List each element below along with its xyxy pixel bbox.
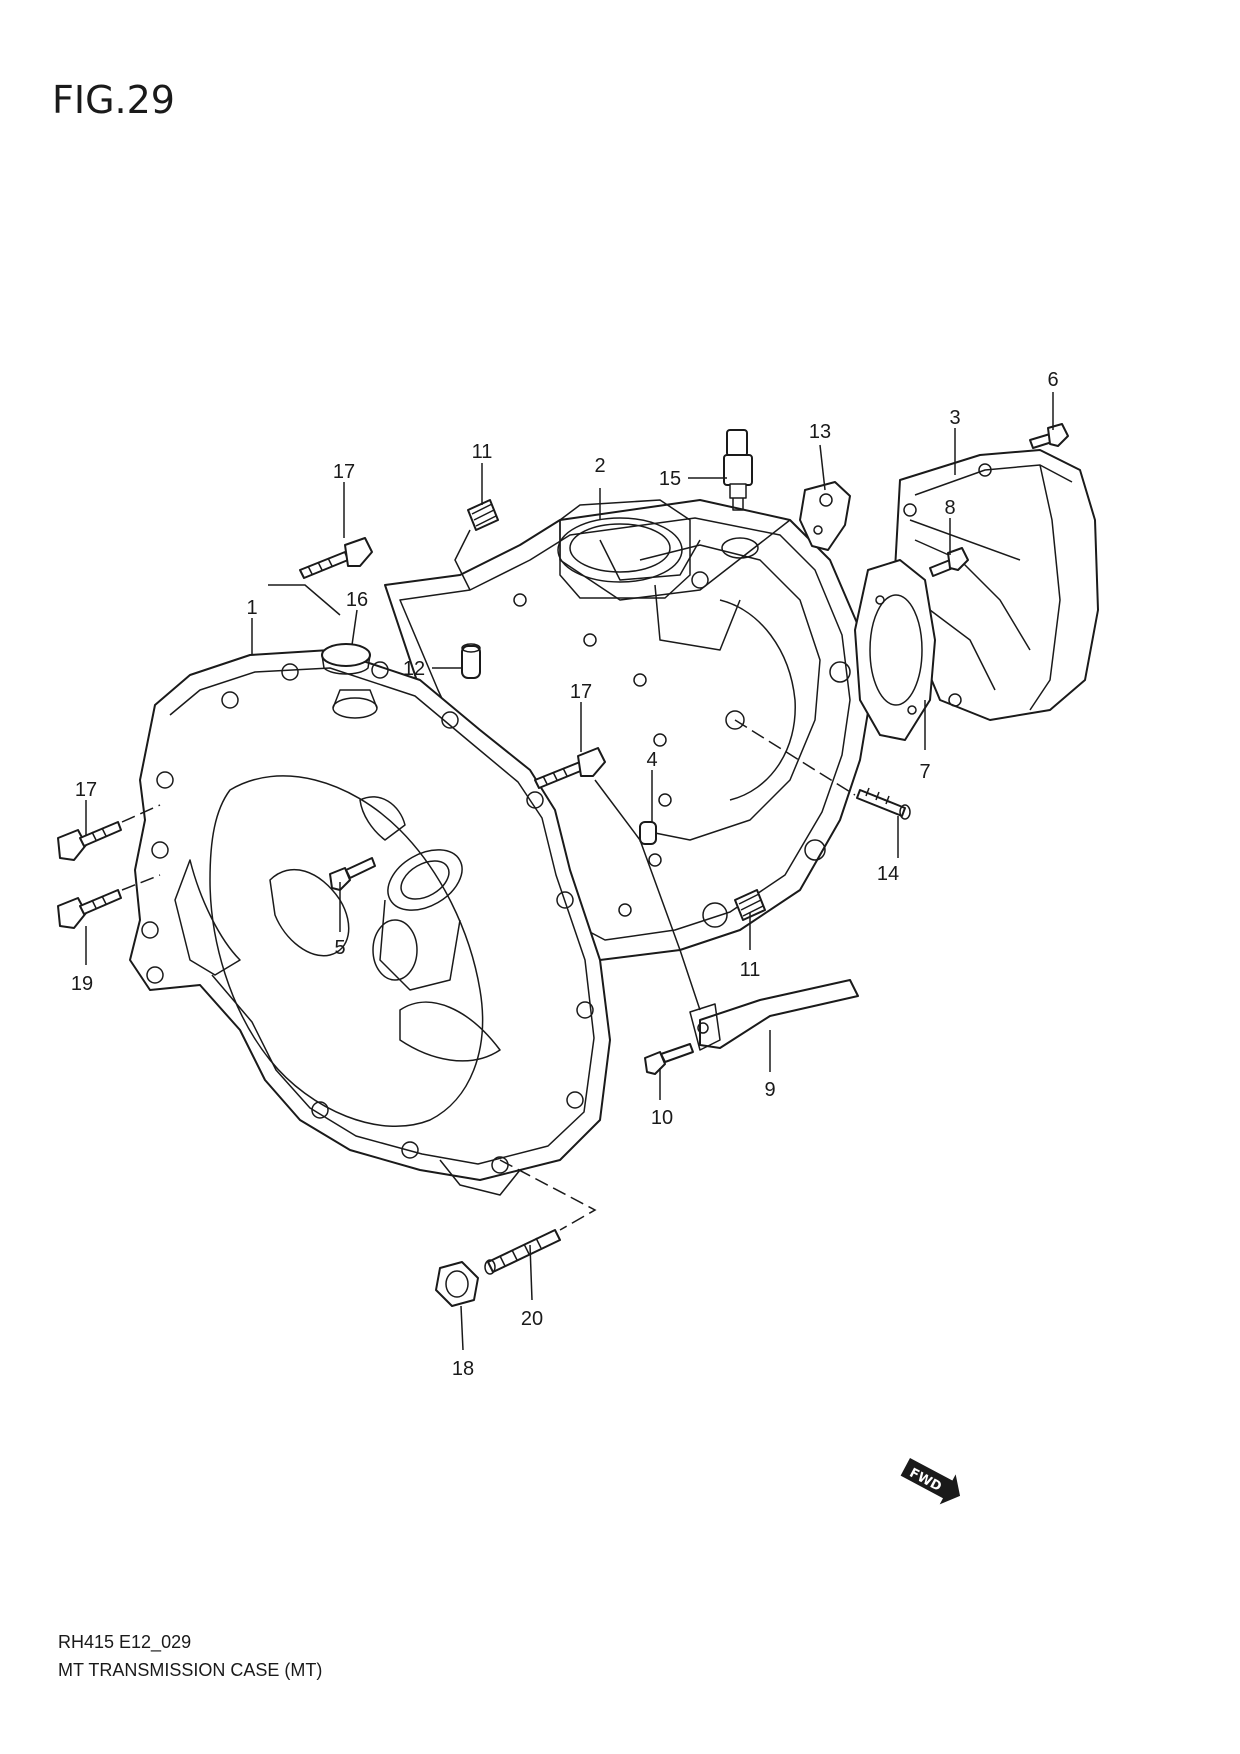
callout-5: 5	[334, 937, 345, 959]
callout-2: 2	[594, 455, 605, 477]
bolt-5	[329, 857, 376, 891]
callout-11-bottom: 11	[740, 959, 761, 981]
callout-16: 16	[346, 589, 368, 611]
callout-19: 19	[71, 973, 93, 995]
plug-11-top	[467, 499, 499, 531]
callout-17-mid: 17	[570, 681, 592, 703]
pin-12	[461, 643, 481, 679]
diagram-code: RH415 E12_029	[58, 1632, 192, 1652]
callout-17-top: 17	[333, 461, 355, 483]
callout-labels: 1 2 3 4 5 6 7 8 9 10 11 11 12 13 14 15 1…	[71, 369, 1059, 1380]
sensor-plate	[799, 481, 851, 551]
callout-8: 8	[944, 497, 955, 519]
stud-20	[484, 1229, 561, 1275]
gasket	[854, 559, 936, 741]
callout-14: 14	[877, 863, 899, 885]
bolt-8	[929, 547, 969, 577]
callout-6: 6	[1047, 369, 1058, 391]
figure-title: FIG.29	[52, 78, 175, 122]
extension-housing	[894, 449, 1099, 721]
stud-14	[856, 787, 911, 820]
callout-20: 20	[521, 1308, 543, 1330]
callout-11-top: 11	[472, 441, 493, 463]
nut-18	[435, 1261, 479, 1307]
clutch-housing	[129, 649, 611, 1196]
leader-lines	[85, 392, 1054, 1351]
sensor-switch	[723, 429, 753, 511]
bolt-17-mid	[534, 747, 606, 789]
callout-4: 4	[646, 749, 657, 771]
callout-10: 10	[651, 1107, 673, 1129]
callout-1: 1	[246, 597, 257, 619]
callout-3: 3	[949, 407, 960, 429]
callout-17-left: 17	[75, 779, 97, 801]
plug-16	[321, 643, 371, 675]
fwd-arrow-icon	[900, 1458, 961, 1505]
callout-12: 12	[403, 658, 425, 680]
bolt-19	[57, 889, 122, 929]
pin-4	[639, 821, 657, 845]
bolt-17-top	[299, 537, 373, 579]
callout-18: 18	[452, 1358, 474, 1380]
callout-7: 7	[919, 761, 930, 783]
diagram-caption: MT TRANSMISSION CASE (MT)	[58, 1660, 323, 1680]
bolt-17-left	[57, 821, 122, 861]
lever-9	[689, 979, 859, 1051]
bolt-10	[644, 1043, 694, 1075]
callout-9: 9	[764, 1079, 775, 1101]
fwd-direction-badge: FWD	[900, 1458, 961, 1505]
callout-15: 15	[659, 468, 681, 490]
installation-lines	[121, 529, 856, 1231]
bolt-6	[1029, 423, 1069, 449]
callout-13: 13	[809, 421, 831, 443]
plug-11-bottom	[734, 889, 766, 921]
